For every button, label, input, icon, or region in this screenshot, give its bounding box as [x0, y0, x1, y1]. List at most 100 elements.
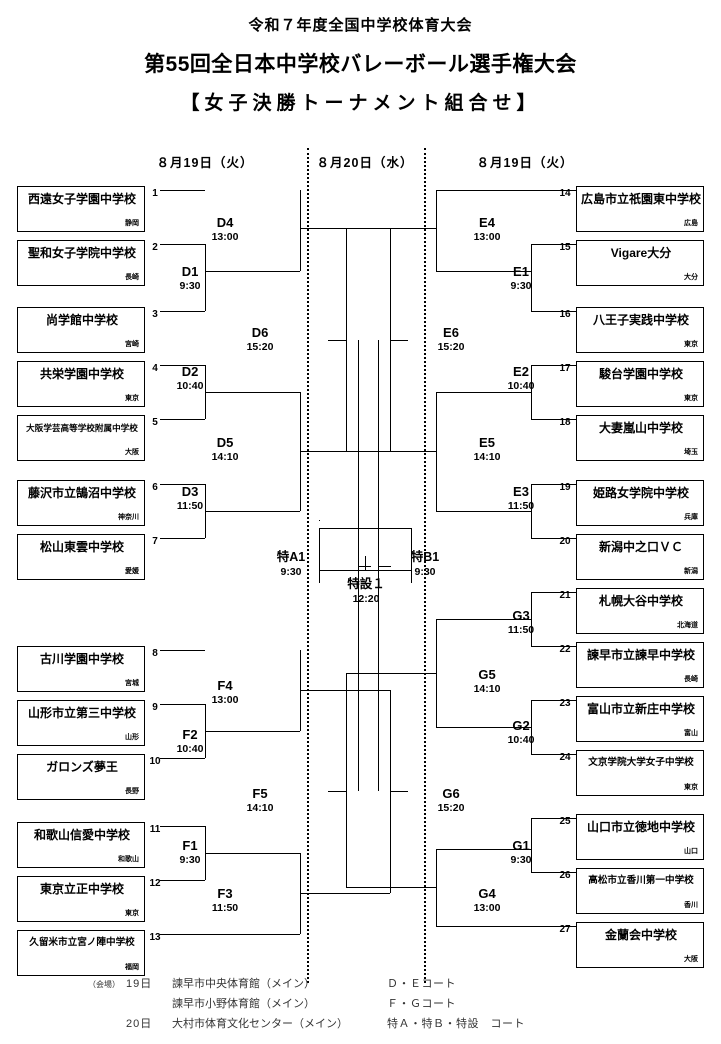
team-prefecture: 新潟 — [684, 568, 698, 575]
match-label-final[interactable]: 特設１ 12:20 — [311, 577, 421, 606]
team-name: 新潟中之口ＶＣ — [598, 540, 683, 554]
match-label-E4[interactable]: E4 13:00 — [452, 215, 522, 244]
match-label-E3[interactable]: E3 11:50 — [486, 484, 556, 513]
match-label-special-A1[interactable]: 特A1 9:30 — [266, 550, 316, 579]
match-label-D4[interactable]: D4 13:00 — [190, 215, 260, 244]
team-box[interactable]: 聖和女子学院中学校長崎 — [17, 240, 145, 286]
team-prefecture: 福岡 — [125, 964, 139, 971]
team-box[interactable]: 大妻嵐山中学校埼玉 — [576, 415, 704, 461]
page-title-line2: 第55回全日本中学校バレーボール選手権大会 — [144, 53, 577, 76]
venue-note: （会場） — [88, 980, 120, 989]
match-time: 13:00 — [473, 231, 501, 243]
team-box[interactable]: 諫早市立諫早中学校長崎 — [576, 642, 704, 688]
stub-right-25 — [531, 818, 576, 819]
match-label-D1[interactable]: D1 9:30 — [155, 264, 225, 293]
team-box[interactable]: 富山市立新庄中学校富山 — [576, 696, 704, 742]
team-box[interactable]: 古川学園中学校宮城 — [17, 646, 145, 692]
match-code: F5 — [252, 786, 268, 801]
venue-day: 19日 — [126, 978, 153, 990]
team-seed-number: 13 — [149, 932, 161, 943]
team-box[interactable]: 駿台学園中学校東京 — [576, 361, 704, 407]
team-box[interactable]: 山形市立第三中学校山形 — [17, 700, 145, 746]
team-prefecture: 山形 — [125, 734, 139, 741]
stub-left-5 — [160, 419, 205, 420]
match-label-F3[interactable]: F3 11:50 — [190, 886, 260, 915]
team-box[interactable]: 高松市立香川第一中学校香川 — [576, 868, 704, 914]
match-label-G4[interactable]: G4 13:00 — [452, 886, 522, 915]
match-label-special-B1[interactable]: 特B1 9:30 — [400, 550, 450, 579]
stub-left-2 — [160, 244, 205, 245]
match-label-G3[interactable]: G3 11:50 — [486, 608, 556, 637]
team-box[interactable]: Vigare大分大分 — [576, 240, 704, 286]
team-box[interactable]: 西遠女子学園中学校静岡 — [17, 186, 145, 232]
team-seed-number: 8 — [152, 648, 158, 659]
date-header-center: ８月20日（水） — [316, 156, 414, 170]
match-label-D6[interactable]: D6 15:20 — [225, 325, 295, 354]
match-time: 12:20 — [352, 593, 380, 605]
team-box[interactable]: 新潟中之口ＶＣ 新潟 — [576, 534, 704, 580]
team-prefecture: 東京 — [684, 341, 698, 348]
match-time: 10:40 — [507, 734, 535, 746]
match-label-D2[interactable]: D2 10:40 — [155, 364, 225, 393]
team-box[interactable]: 和歌山信愛中学校和歌山 — [17, 822, 145, 868]
match-time: 14:10 — [473, 683, 501, 695]
match-code: D1 — [181, 264, 199, 279]
team-box[interactable]: 金蘭会中学校大阪 — [576, 922, 704, 968]
team-prefecture: 兵庫 — [684, 514, 698, 521]
team-box[interactable]: 尚学館中学校宮崎 — [17, 307, 145, 353]
team-name: 東京立正中学校 — [39, 882, 124, 896]
match-label-E6[interactable]: E6 15:20 — [416, 325, 486, 354]
team-box[interactable]: 八王子実践中学校東京 — [576, 307, 704, 353]
match-label-F4[interactable]: F4 13:00 — [190, 678, 260, 707]
match-label-G5[interactable]: G5 14:10 — [452, 667, 522, 696]
match-label-D3[interactable]: D3 11:50 — [155, 484, 225, 513]
match-label-E5[interactable]: E5 14:10 — [452, 435, 522, 464]
match-label-E2[interactable]: E2 10:40 — [486, 364, 556, 393]
match-label-F2[interactable]: F2 10:40 — [155, 727, 225, 756]
team-box[interactable]: 共栄学園中学校東京 — [17, 361, 145, 407]
team-box[interactable]: 藤沢市立鵠沼中学校神奈川 — [17, 480, 145, 526]
team-box[interactable]: 文京学院大学女子中学校東京 — [576, 750, 704, 796]
team-box[interactable]: 東京立正中学校東京 — [17, 876, 145, 922]
match-label-G6[interactable]: G6 15:20 — [416, 786, 486, 815]
match-time: 9:30 — [280, 566, 302, 578]
match-time: 13:00 — [211, 231, 239, 243]
match-label-G1[interactable]: G1 9:30 — [486, 838, 556, 867]
match-code: E3 — [513, 484, 529, 499]
team-seed-number: 24 — [559, 752, 571, 763]
team-seed-number: 9 — [152, 702, 158, 713]
team-box[interactable]: 札幌大谷中学校北海道 — [576, 588, 704, 634]
match-label-F5[interactable]: F5 14:10 — [225, 786, 295, 815]
venue-row: 諫早市小野体育館（メイン）Ｆ・Ｇコート — [0, 995, 721, 1011]
match-code: 特B1 — [410, 550, 440, 564]
stub-right-22 — [531, 646, 576, 647]
stub-left-10 — [160, 758, 205, 759]
match-label-D5[interactable]: D5 14:10 — [190, 435, 260, 464]
team-box[interactable]: ガロンズ夢王長野 — [17, 754, 145, 800]
team-box[interactable]: 久留米市立宮ノ陣中学校福岡 — [17, 930, 145, 976]
team-seed-number: 1 — [152, 188, 158, 199]
team-box[interactable]: 松山東雲中学校愛媛 — [17, 534, 145, 580]
date-header-left: ８月19日（火） — [156, 156, 254, 170]
match-code: 特A1 — [276, 550, 306, 564]
match-line-E5 — [436, 392, 437, 511]
match-label-G2[interactable]: G2 10:40 — [486, 718, 556, 747]
match-time: 9:30 — [179, 854, 201, 866]
match-label-E1[interactable]: E1 9:30 — [486, 264, 556, 293]
stub-right-18 — [531, 419, 576, 420]
match-code: D6 — [251, 325, 269, 340]
stub-left-6 — [160, 484, 205, 485]
team-box[interactable]: 山口市立徳地中学校山口 — [576, 814, 704, 860]
match-time: 14:10 — [211, 451, 239, 463]
final-right-line — [411, 528, 412, 583]
final-upper-line — [319, 528, 412, 529]
team-prefecture: 大阪 — [125, 449, 139, 456]
match-time: 11:50 — [507, 624, 535, 636]
team-seed-number: 18 — [559, 417, 571, 428]
team-box[interactable]: 大阪学芸高等学校附属中学校大阪 — [17, 415, 145, 461]
match-code: G1 — [512, 838, 530, 853]
team-box[interactable]: 広島市立祇園東中学校広島 — [576, 186, 704, 232]
match-time: 15:20 — [246, 341, 274, 353]
team-box[interactable]: 姫路女学院中学校兵庫 — [576, 480, 704, 526]
match-label-F1[interactable]: F1 9:30 — [155, 838, 225, 867]
